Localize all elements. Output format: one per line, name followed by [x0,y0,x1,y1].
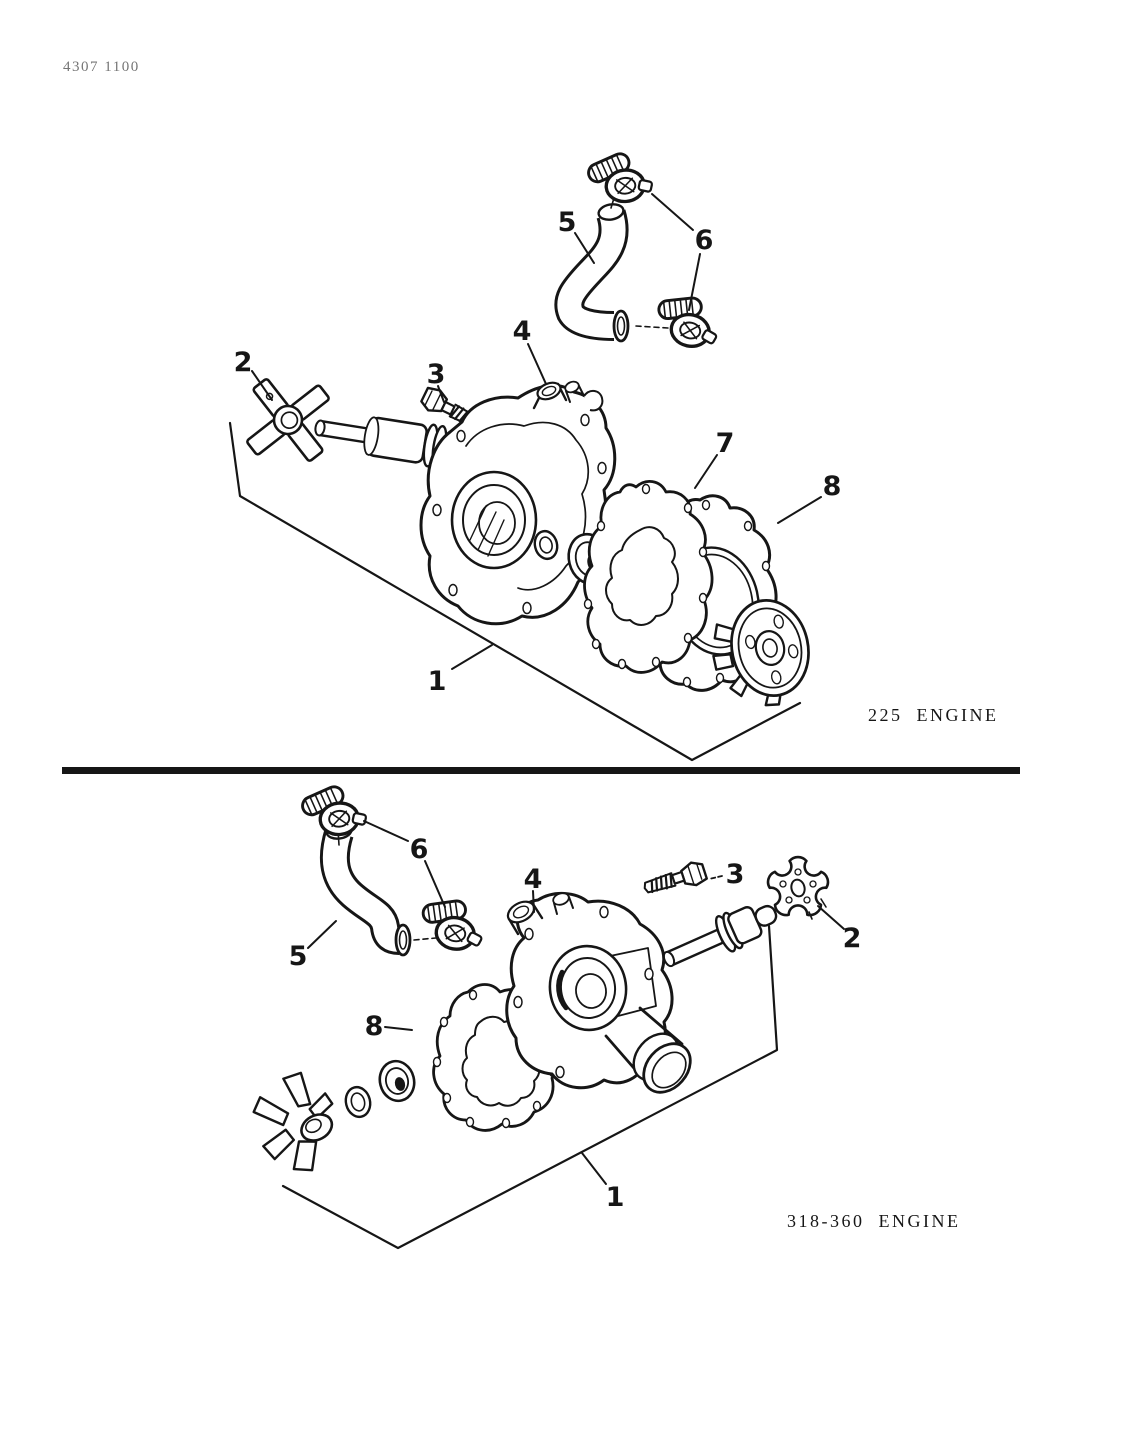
callout-6-leader-upper-225 [651,193,694,231]
hose-clamp-dash-line-225 [635,325,669,329]
callout-8-label-225: 8 [823,471,842,502]
callout-leaders-318 [307,820,845,1031]
callout-6-label-318: 6 [410,834,429,865]
part-hose-225 [554,203,630,343]
diagram-225-engine: 1 2 3 4 5 6 7 8 225 ENGINE [228,146,998,762]
callout-4-leader-318 [532,890,535,913]
callout-6-label-225: 6 [695,225,714,256]
part-bolt-318 [640,858,709,902]
callout-8-leader-225 [777,496,822,524]
part-hose-clamp-upper-225 [582,146,656,207]
callout-6-leader-lower-318 [424,860,446,908]
callout-8-label-318: 8 [365,1011,384,1042]
callout-3-leader-318 [708,875,723,880]
section-divider-rule [62,767,1020,774]
part-hose-clamp-lower-318 [413,891,490,956]
assembly-bracket-line-318 [281,924,779,1250]
part-shaft-bearing-318 [662,904,778,968]
page-code: 4307 1100 [63,59,140,75]
callout-8-leader-318 [384,1026,413,1031]
diagram-318-360-engine: 1 2 3 4 5 6 8 318-360 ENGINE [252,779,960,1250]
assembly-bracket-line-225 [228,421,802,762]
engine-label-225: 225 ENGINE [868,705,998,725]
callout-2-leader-318 [817,905,845,930]
part-impeller-318 [252,1071,334,1172]
part-hose-clamp-lower-225 [648,287,726,354]
part-hose-clamp-upper-318 [296,779,370,840]
callout-4-label-318: 4 [524,864,543,895]
part-bearing-cup-318 [378,1059,416,1103]
callout-1-label-225: 1 [428,666,447,697]
callout-leaders-225 [251,193,822,524]
callout-2-leader-225 [251,370,273,401]
part-impeller-225 [712,598,810,707]
callout-7-label-225: 7 [716,428,735,459]
callout-6-leader-lower-225 [688,253,701,311]
callout-7-leader-225 [694,454,718,489]
callout-5-leader-318 [307,920,337,949]
callout-4-leader-225 [527,343,547,385]
engine-label-318-360: 318-360 ENGINE [787,1211,960,1231]
part-pump-body-225 [419,380,617,626]
callout-5-label-225: 5 [558,207,577,238]
callout-3-label-225: 3 [427,359,446,390]
callout-6-leader-upper-318 [363,820,409,842]
callout-3-leader-225 [437,385,445,403]
part-gasket-225 [583,480,714,674]
callout-1-leader-318 [581,1152,607,1185]
callout-1-label-318: 1 [606,1182,625,1213]
part-fan-hub-318 [766,855,830,920]
callout-3-label-318: 3 [726,859,745,890]
hose-clamp-dash-line-318 [413,937,437,941]
callout-5-leader-225 [574,232,595,264]
callout-2-label-318: 2 [843,923,862,954]
callout-4-label-225: 4 [513,316,532,347]
callout-5-label-318: 5 [289,941,308,972]
part-pump-body-318 [505,892,692,1094]
part-seal-225 [533,529,559,561]
part-seal-318 [344,1085,372,1119]
callout-1-leader-225 [451,644,493,670]
callout-2-label-225: 2 [234,347,253,378]
